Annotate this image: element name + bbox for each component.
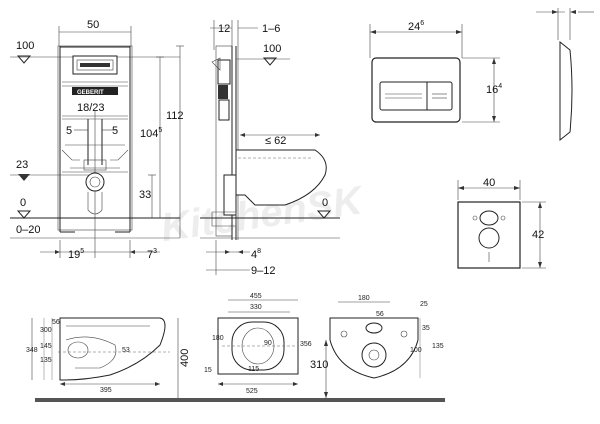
front-view: 50 100 GEBERIT 18/23 5 5 [10, 19, 184, 261]
bowl-length-label: 395 [100, 387, 112, 394]
front-level-23-label: 23 [16, 159, 28, 171]
bowl-back-view: 180 25 56 35 100 135 310 [310, 295, 444, 398]
front-height-total-label: 112 [166, 110, 184, 122]
bowl-top-h180-label: 180 [212, 335, 224, 342]
level-marker-icon [16, 210, 32, 219]
front-bottom-right-label: 73 [147, 248, 157, 261]
front-width-label: 50 [87, 19, 99, 31]
side-view: 12 1–6 100 ≤ 62 0 [200, 20, 340, 277]
floor-line [35, 398, 445, 402]
front-level-0-label: 0 [20, 197, 26, 209]
bowl-back-d56-label: 56 [376, 311, 384, 318]
front-offset-right-label: 5 [112, 125, 118, 137]
cover-width-label: 40 [483, 177, 495, 189]
bowl-top-view: 455 330 180 90 356 15 115 525 [204, 293, 312, 395]
bowl-back-h35-label: 35 [422, 325, 430, 332]
bowl-top-length-label: 525 [246, 388, 258, 395]
bowl-side-view: 348 300 145 135 56 53 395 400 [26, 317, 191, 400]
bowl-top-h90-label: 90 [264, 340, 272, 347]
front-height-33-label: 33 [139, 189, 151, 201]
bowl-height-348-label: 348 [26, 347, 38, 354]
side-level-0-label: 0 [322, 197, 328, 209]
bowl-back-h135-label: 135 [432, 343, 444, 350]
front-floor-range-label: 0–20 [16, 224, 40, 236]
bowl-h135-label: 135 [40, 357, 52, 364]
front-bottom-left-label: 195 [68, 248, 84, 261]
cover-plate-view: 40 42 [457, 177, 546, 269]
front-level-top-label: 100 [16, 40, 34, 52]
level-marker-icon [18, 174, 30, 181]
plate-height-label: 164 [486, 83, 502, 96]
bowl-h145-label: 145 [40, 343, 52, 350]
bowl-back-floor-label: 310 [310, 359, 328, 371]
bowl-h56-label: 56 [52, 319, 60, 326]
front-spacing-label: 18/23 [77, 102, 105, 114]
front-height-1045-label: 1045 [140, 127, 162, 140]
geberit-logo: GEBERIT [77, 90, 104, 96]
level-marker-icon [316, 210, 332, 219]
side-dim-48-label: 48 [251, 248, 261, 261]
side-max-depth-label: ≤ 62 [265, 135, 286, 147]
bowl-back-r25-label: 25 [420, 301, 428, 308]
plate-width-label: 246 [408, 20, 424, 33]
bowl-top-w455-label: 455 [250, 293, 262, 300]
bowl-d53-label: 53 [122, 347, 130, 354]
bowl-top-h15-label: 15 [204, 367, 212, 374]
side-dim-9-12-label: 9–12 [251, 265, 275, 277]
bowl-back-h100-label: 100 [410, 347, 422, 354]
front-offset-left-label: 5 [66, 125, 72, 137]
bowl-h300-label: 300 [40, 327, 52, 334]
side-level-top-label: 100 [263, 43, 281, 55]
level-marker-icon [262, 57, 278, 66]
side-dim-1-6-label: 1–6 [262, 23, 280, 35]
bowl-back-w180-label: 180 [358, 295, 370, 302]
bowl-top-w115-label: 115 [248, 366, 259, 373]
level-marker-icon [16, 55, 32, 64]
flush-plate-view: 246 164 [369, 8, 594, 142]
cover-height-label: 42 [532, 229, 544, 241]
bowl-mount-height-label: 400 [179, 349, 191, 367]
bowl-top-w330-label: 330 [250, 304, 262, 311]
side-dim-12-label: 12 [218, 23, 230, 35]
bowl-top-h356-label: 356 [300, 341, 312, 348]
